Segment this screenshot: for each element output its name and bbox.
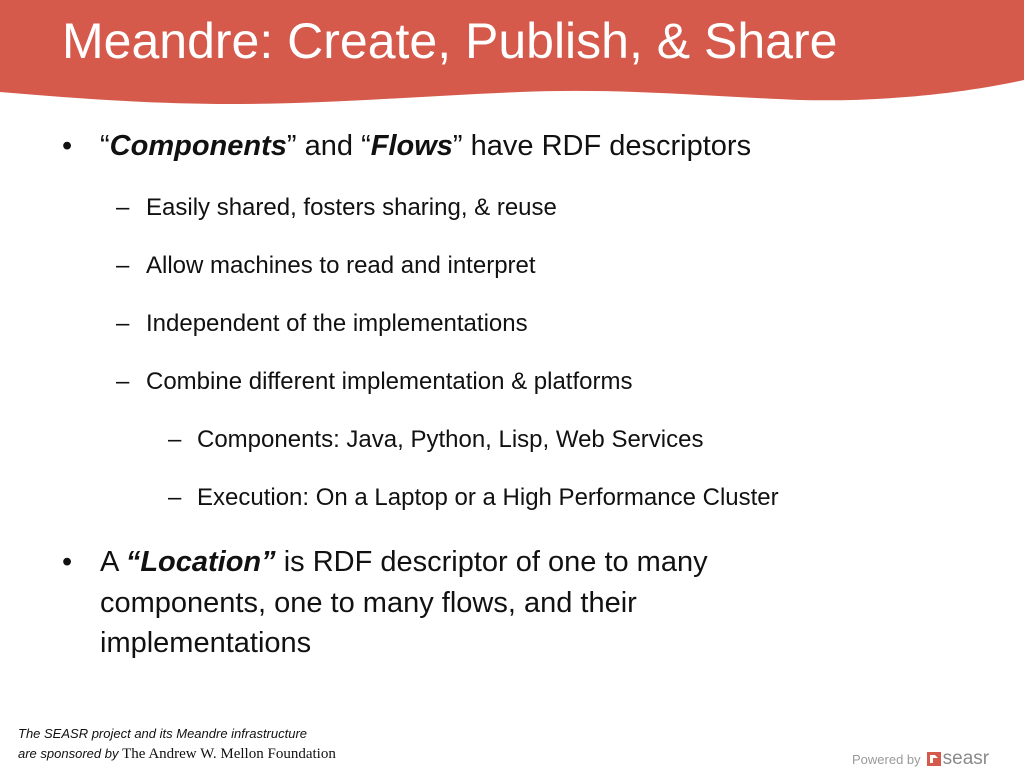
sub-bullet-marker: – (116, 252, 130, 279)
sub-sub-bullet-marker: – (168, 484, 182, 511)
lead-text: A (100, 546, 126, 578)
bullet-tail-text: have RDF descriptors (462, 130, 752, 162)
open-quote: “ (361, 130, 371, 162)
sub-bullet-text: Allow machines to read and interpret (146, 252, 536, 279)
bullet-marker: • (62, 546, 73, 578)
sub-bullet-text: Easily shared, fosters sharing, & reuse (146, 194, 557, 221)
footer-line2: are sponsored by The Andrew W. Mellon Fo… (18, 744, 336, 764)
open-quote: “ (100, 130, 110, 162)
close-quote: ” (452, 130, 463, 162)
sub-sub-bullet-text: Components: Java, Python, Lisp, Web Serv… (197, 426, 704, 453)
sub-bullet-text: Combine different implementation & platf… (146, 368, 633, 395)
sub-bullet-marker: – (116, 194, 130, 221)
term-components: Components (109, 130, 287, 162)
footer-sponsored-text: are sponsored by (18, 746, 123, 761)
term-location: “Location” (125, 546, 276, 578)
powered-by-brand: seasr (942, 748, 990, 769)
powered-by-label: Powered by (852, 751, 921, 767)
title-wave-shape (0, 0, 1024, 104)
bullet-marker: • (62, 130, 73, 162)
sub-bullet-marker: – (116, 310, 130, 337)
footer-line1: The SEASR project and its Meandre infras… (18, 726, 308, 741)
sub-sub-bullet-marker: – (168, 426, 182, 453)
slide-title: Meandre: Create, Publish, & Share (62, 13, 838, 69)
sub-bullet-text: Independent of the implementations (146, 310, 528, 337)
powered-by: Powered by seasr (852, 748, 989, 770)
connector-text: and (296, 130, 362, 162)
bullet-location-line1: A “Location” is RDF descriptor of one to… (100, 542, 708, 582)
line1-rest-text: is RDF descriptor of one to many (275, 546, 708, 578)
sponsor-footer: The SEASR project and its Meandre infras… (18, 724, 336, 764)
title-bar: Meandre: Create, Publish, & Share (0, 0, 1024, 112)
bullet-components-flows: “Components” and “Flows” have RDF descri… (100, 126, 751, 166)
sub-bullet-marker: – (116, 368, 130, 395)
sub-sub-bullet-text: Execution: On a Laptop or a High Perform… (197, 484, 779, 511)
bullet-location-line2: components, one to many flows, and their (100, 587, 637, 619)
footer-foundation-name: The Andrew W. Mellon Foundation (122, 746, 336, 762)
close-quote: ” (286, 130, 297, 162)
seasr-logo-icon (926, 752, 941, 766)
bullet-location-line3: implementations (100, 627, 312, 659)
term-flows: Flows (370, 130, 453, 162)
